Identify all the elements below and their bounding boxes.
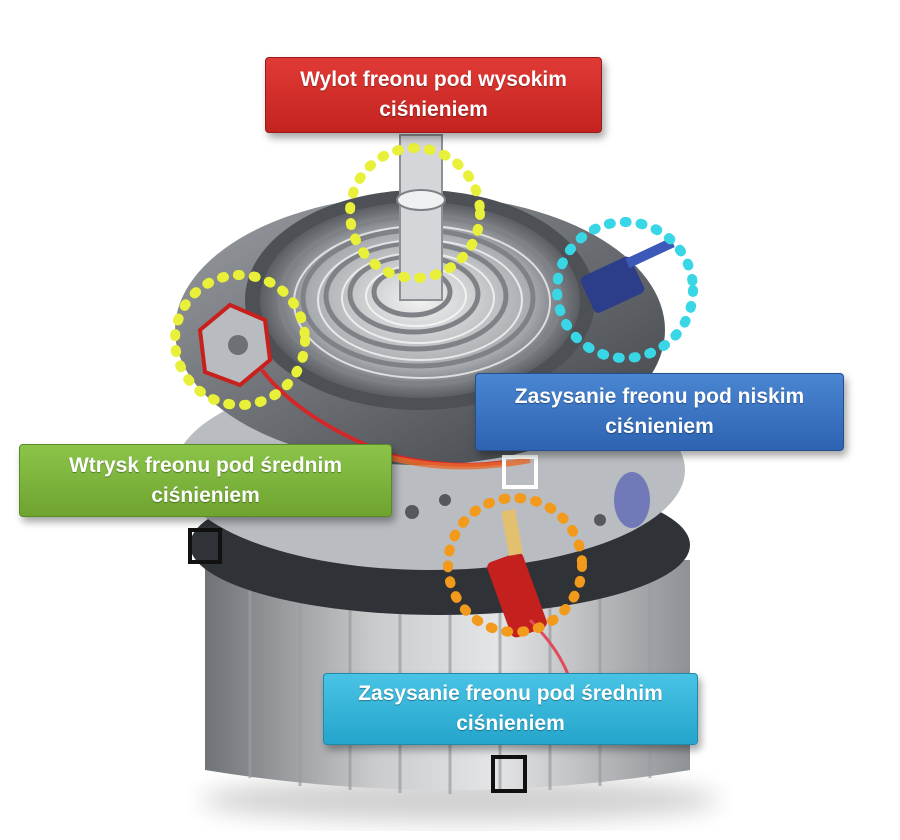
callout-inj-line1: Wtrysk freonu pod średnim — [68, 453, 343, 477]
callout-medium-pressure-injection: Wtrysk freonu pod średnim ciśnieniem — [19, 444, 392, 517]
flange-band — [379, 452, 531, 470]
side-fitting — [614, 472, 650, 528]
marker-ring-outlet — [345, 143, 485, 283]
callout-low-pressure-suction: Zasysanie freonu pod niskim ciśnieniem — [475, 373, 844, 451]
callout-high-line1: Wylot freonu pod wysokim — [300, 68, 567, 91]
suction-cartridge-tip — [501, 509, 523, 556]
callout-inj-line2: ciśnieniem — [151, 483, 260, 507]
callout-low-line1: Zasysanie freonu pod niskim — [514, 385, 805, 408]
ground-shadow — [200, 778, 720, 822]
injection-bolt — [228, 335, 248, 355]
callout-medium-pressure-suction: Zasysanie freonu pod średnim ciśnieniem — [323, 673, 698, 745]
callout-high-pressure-outlet: Wylot freonu pod wysokim ciśnieniem — [265, 57, 602, 133]
marker-square-low — [502, 455, 538, 489]
suction-port-block — [580, 256, 645, 313]
marker-ring-low-suction — [552, 217, 698, 363]
flange-bolts — [405, 494, 606, 526]
marker-ring-injection — [170, 270, 310, 410]
callout-high-line2: ciśnieniem — [379, 98, 488, 121]
marker-square-mid — [491, 755, 527, 793]
suction-fitting — [625, 237, 675, 269]
callout-mid-line1: Zasysanie freonu pod średnim — [358, 682, 663, 705]
suction-cartridge — [487, 552, 547, 638]
callout-mid-line2: ciśnieniem — [456, 712, 565, 735]
callout-low-line2: ciśnieniem — [605, 415, 714, 438]
discharge-port — [396, 189, 446, 211]
marker-ring-mid-suction — [443, 493, 587, 637]
marker-square-inj — [188, 528, 222, 564]
